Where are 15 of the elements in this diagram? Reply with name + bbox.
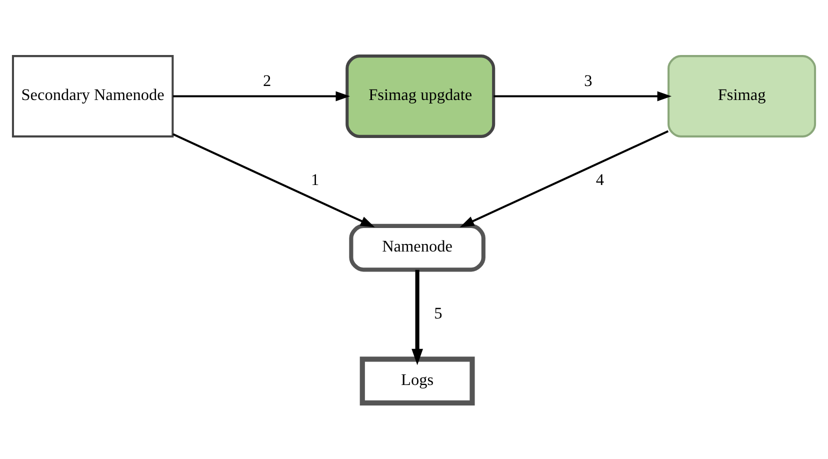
arrow — [172, 133, 375, 228]
node-box: Namenode — [349, 224, 486, 272]
edge-label: 3 — [584, 72, 592, 90]
edge-label: 5 — [434, 304, 442, 322]
arrow — [460, 130, 669, 228]
node-box: Fsimag upgdate — [346, 54, 496, 138]
node-box: Fsimag — [668, 55, 816, 138]
arrow — [172, 91, 350, 102]
edge-label: 4 — [596, 171, 604, 190]
arrow — [412, 270, 424, 366]
edge-label: 2 — [262, 72, 272, 90]
node-box: Secondary Namenode — [12, 55, 174, 138]
edge-label: 1 — [311, 171, 320, 190]
node-box: Logs — [360, 356, 475, 406]
arrow — [494, 91, 672, 102]
